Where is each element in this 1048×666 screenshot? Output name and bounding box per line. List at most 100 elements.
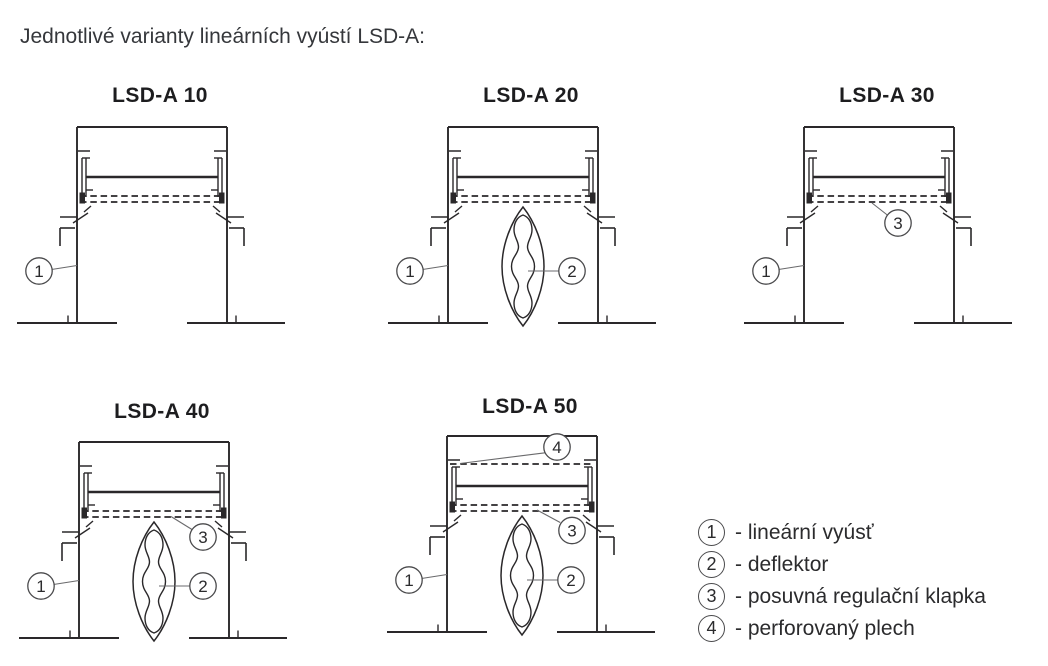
callout-4-number: 4 (552, 438, 561, 457)
break-slash-left (74, 527, 91, 539)
deflector-inner (510, 214, 536, 319)
callout-3-number: 3 (893, 214, 902, 233)
break-slash-right (586, 212, 603, 224)
damper-end-block-right (946, 192, 952, 204)
callout-1-leader (421, 573, 448, 580)
callout-1-leader (778, 264, 805, 271)
callout-1-circle (395, 566, 423, 594)
callout-2-circle (558, 257, 586, 285)
callout-1-circle (752, 257, 780, 285)
drawing-group (17, 126, 285, 324)
break-slash-right (942, 212, 959, 224)
callout-1-number: 1 (36, 577, 45, 596)
diagram-lsd-a-10: LSD-A 10 1 (12, 84, 292, 335)
callout-1-circle (25, 257, 53, 285)
callout-4-leader (459, 452, 546, 465)
legend-callout-2-number: 2 (706, 554, 717, 574)
callout-2-number: 2 (198, 577, 207, 596)
legend-label-4: - perforovaný plech (735, 616, 915, 640)
diagram-title-lsd-a-10: LSD-A 10 (112, 84, 208, 107)
diagram-title-lsd-a-40: LSD-A 40 (114, 400, 210, 423)
break-slash-right (215, 212, 232, 224)
callout-1-number: 1 (761, 262, 770, 281)
callout-1-leader (51, 264, 78, 271)
diagram-title-lsd-a-20: LSD-A 20 (483, 84, 579, 107)
frame-tick-right (214, 520, 223, 528)
deflector-outer (500, 514, 544, 637)
diagram-drawing-lsd-a-10: 1 (17, 126, 285, 324)
callout-1-number: 1 (405, 262, 414, 281)
drawing-group (388, 126, 656, 328)
deflector-inner (509, 523, 535, 628)
legend-label-3: - posuvná regulační klapka (735, 584, 986, 608)
callout-3-leader (536, 509, 561, 523)
diagram-title-lsd-a-30: LSD-A 30 (839, 84, 935, 107)
callout-4-circle (543, 433, 571, 461)
break-slash-right (585, 521, 602, 533)
callout-2-number: 2 (566, 571, 575, 590)
frame-tick-right (583, 205, 592, 213)
callout-3-number: 3 (567, 522, 576, 541)
drawing-group (744, 126, 1012, 324)
break-slash-left (442, 521, 459, 533)
legend: 1 - lineární vyúsť 2 - deflektor 3 - pos… (698, 519, 986, 647)
callout-1-circle (27, 572, 55, 600)
legend-callout-3-number: 3 (706, 586, 717, 606)
callout-1-circle (396, 257, 424, 285)
frame-tick-left (85, 520, 94, 528)
legend-label-2: - deflektor (735, 552, 829, 576)
frame-tick-left (453, 514, 462, 522)
callout-1-number: 1 (404, 571, 413, 590)
legend-callout-4-circle: 4 (698, 615, 725, 642)
legend-callout-1-circle: 1 (698, 519, 725, 546)
frame-tick-left (454, 205, 463, 213)
callout-1-leader (422, 264, 449, 271)
damper-end-block-left (450, 192, 456, 204)
break-slash-left (72, 212, 89, 224)
damper-end-block-left (79, 192, 85, 204)
callout-3-circle (189, 523, 217, 551)
callout-2-circle (189, 572, 217, 600)
diagram-lsd-a-40: LSD-A 40 1 2 3 (14, 400, 294, 650)
frame-tick-left (83, 205, 92, 213)
callout-2-circle (557, 566, 585, 594)
callout-3-circle (558, 516, 586, 545)
callout-3-leader (871, 202, 888, 216)
damper-end-block-left (806, 192, 812, 204)
legend-item-3: 3 - posuvná regulační klapka (698, 583, 986, 610)
legend-callout-2-circle: 2 (698, 551, 725, 578)
deflector-inner (141, 529, 167, 634)
frame-tick-left (810, 205, 819, 213)
callout-3-circle (884, 209, 912, 237)
legend-callout-3-circle: 3 (698, 583, 725, 610)
legend-callout-1-number: 1 (706, 522, 717, 542)
damper-end-block-right (219, 192, 225, 204)
legend-item-2: 2 - deflektor (698, 551, 986, 578)
callout-2-number: 2 (567, 262, 576, 281)
callout-1-leader (53, 579, 80, 586)
callout-3-number: 3 (198, 528, 207, 547)
damper-end-block-right (221, 507, 227, 519)
break-slash-left (799, 212, 816, 224)
callout-1-number: 1 (34, 262, 43, 281)
legend-item-4: 4 - perforovaný plech (698, 615, 986, 642)
break-slash-right (217, 527, 234, 539)
diagram-drawing-lsd-a-30: 13 (744, 126, 1012, 324)
deflector-outer (132, 520, 176, 643)
frame-tick-right (939, 205, 948, 213)
drawing-group (19, 441, 287, 643)
diagram-drawing-lsd-a-50: 1 2 3 4 (387, 433, 655, 637)
deflector-outer (501, 205, 545, 328)
damper-end-block-right (590, 192, 596, 204)
damper-end-block-left (81, 507, 87, 519)
frame-tick-right (212, 205, 221, 213)
legend-callout-4-number: 4 (706, 618, 717, 638)
drawing-group (387, 435, 655, 637)
legend-item-1: 1 - lineární vyúsť (698, 519, 986, 546)
diagram-drawing-lsd-a-40: 1 2 3 (19, 441, 287, 643)
